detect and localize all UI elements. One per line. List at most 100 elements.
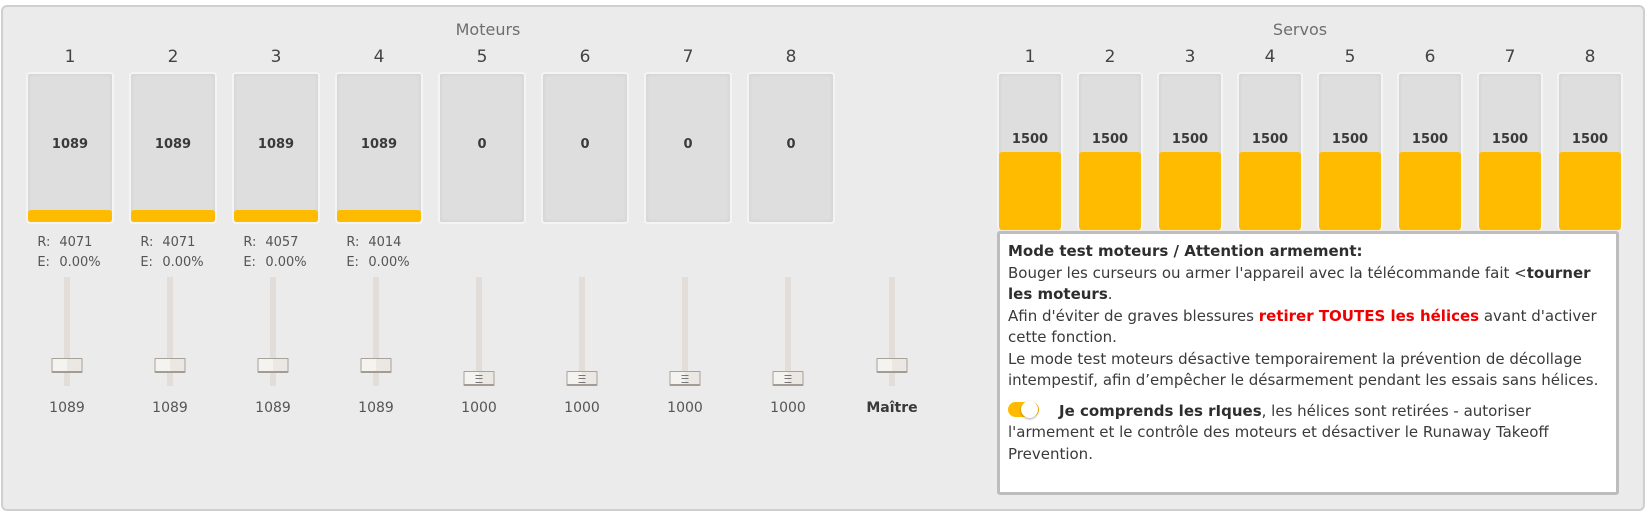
motor-error-row: E:0.00% — [243, 253, 306, 273]
acknowledge-label-bold: Je comprends les rIques — [1059, 401, 1262, 420]
servo-output-value: 1500 — [1571, 132, 1609, 147]
servo-output-meter: 1500 — [1237, 72, 1303, 230]
motor-number: 6 — [579, 47, 591, 67]
motor-number: 3 — [270, 47, 282, 67]
motor-slider-track[interactable] — [270, 277, 276, 386]
error-value: 0.00% — [59, 255, 101, 270]
motor-slider-value: 1000 — [770, 400, 806, 416]
motor-output-fill — [337, 210, 421, 222]
motor-slider-thumb[interactable] — [257, 358, 289, 374]
acknowledge-toggle[interactable] — [1008, 400, 1039, 418]
motor-rpm-row: R: 4014 — [346, 233, 409, 253]
motor-slider-track[interactable] — [64, 277, 70, 386]
toggle-knob-icon — [1021, 400, 1038, 418]
motor-output-meter: 1089 — [232, 72, 320, 224]
motor-output-fill — [131, 210, 215, 222]
servo-output-fill — [1399, 152, 1461, 230]
servo-output-value: 1500 — [1091, 132, 1129, 147]
motor-output-fill — [234, 210, 318, 222]
master-slider-track[interactable] — [889, 277, 895, 386]
master-slider-label: Maître — [866, 400, 918, 416]
motor-slider-value: 1089 — [49, 400, 85, 416]
master-slider-thumb[interactable] — [876, 358, 908, 374]
rpm-label: R: — [346, 235, 360, 250]
motor-slider-value: 1000 — [564, 400, 600, 416]
motor-output-meter: 1089 — [26, 72, 114, 224]
servo-output-fill — [1239, 152, 1301, 230]
motor-number: 4 — [373, 47, 385, 67]
motor-slider-track[interactable] — [476, 277, 482, 386]
motor-number: 7 — [682, 47, 694, 67]
servo-output-value: 1500 — [1331, 132, 1369, 147]
motor-rpm-row: R:4071 — [37, 233, 100, 253]
motor-slider-track[interactable] — [579, 277, 585, 386]
motor-error-row: E: 0.00% — [346, 253, 409, 273]
motor-slider-value: 1089 — [152, 400, 188, 416]
motor-slider-thumb[interactable] — [566, 371, 598, 387]
motor-output-value: 0 — [580, 137, 590, 152]
rpm-label: R: — [37, 235, 51, 250]
rpm-value: 4014 — [368, 235, 402, 250]
motor-slider-thumb[interactable] — [772, 371, 804, 387]
servo-number: 5 — [1344, 47, 1356, 67]
servo-output-meter: 1500 — [1077, 72, 1143, 230]
motor-output-value: 0 — [477, 137, 487, 152]
motor-output-meter: 0 — [644, 72, 732, 224]
motor-output-value: 0 — [683, 137, 693, 152]
acknowledge-label: , les hélices sont retirées - autoriser … — [1008, 401, 1549, 463]
motor-output-value: 0 — [786, 137, 796, 152]
servo-number: 4 — [1264, 47, 1276, 67]
motors-title: Moteurs — [455, 20, 521, 39]
motor-slider-value: 1089 — [255, 400, 291, 416]
servo-output-meter: 1500 — [1557, 72, 1623, 230]
motor-number: 8 — [785, 47, 797, 67]
servo-output-fill — [1319, 152, 1381, 230]
motor-slider-thumb[interactable] — [51, 358, 83, 374]
error-label: E: — [37, 255, 50, 270]
motor-number: 2 — [167, 47, 179, 67]
error-label: E: — [140, 255, 153, 270]
motor-slider-thumb[interactable] — [463, 371, 495, 387]
motor-error-row: E: 0.00% — [37, 253, 100, 273]
motor-slider-thumb[interactable] — [669, 371, 701, 387]
motor-output-meter: 1089 — [129, 72, 217, 224]
motor-output-fill — [28, 210, 112, 222]
motor-rpm-row: R: 4071 — [140, 233, 203, 253]
error-value: 0.00% — [368, 255, 410, 270]
motor-slider-track[interactable] — [682, 277, 688, 386]
servo-output-meter: 1500 — [997, 72, 1063, 230]
servo-number: 1 — [1024, 47, 1036, 67]
warning-text: avant d'activer cette fonction. — [1008, 306, 1597, 347]
motor-output-value: 1089 — [51, 137, 89, 152]
servo-output-value: 1500 — [1011, 132, 1049, 147]
motor-slider-thumb[interactable] — [360, 358, 392, 374]
warning-text: Afin d'éviter de graves blessures — [1008, 306, 1259, 325]
error-value: 0.00% — [162, 255, 204, 270]
motor-slider-track[interactable] — [785, 277, 791, 386]
rpm-label: R: — [243, 235, 257, 250]
motor-number: 1 — [64, 47, 76, 67]
motor-slider-thumb[interactable] — [154, 358, 186, 374]
error-label: E: — [346, 255, 359, 270]
warning-text: Le mode test moteurs désactive temporair… — [1008, 349, 1599, 390]
servo-output-value: 1500 — [1411, 132, 1449, 147]
error-label: E: — [243, 255, 256, 270]
motor-slider-track[interactable] — [167, 277, 173, 386]
motor-slider-track[interactable] — [373, 277, 379, 386]
motor-output-meter: 1089 — [335, 72, 423, 224]
motor-output-value: 1089 — [360, 137, 398, 152]
rpm-label: R: — [140, 235, 154, 250]
acknowledge-row: Je comprends les rIques, les hélices son… — [1008, 400, 1608, 466]
rpm-value: 4071 — [162, 235, 196, 250]
servo-output-fill — [999, 152, 1061, 230]
motor-output-meter: 0 — [541, 72, 629, 224]
warning-emphasis: tourner les moteurs — [1008, 263, 1591, 304]
servo-output-fill — [1079, 152, 1141, 230]
servo-output-fill — [1159, 152, 1221, 230]
motor-slider-value: 1000 — [461, 400, 497, 416]
warning-text: Bouger les curseurs ou armer l'appareil … — [1008, 263, 1527, 282]
